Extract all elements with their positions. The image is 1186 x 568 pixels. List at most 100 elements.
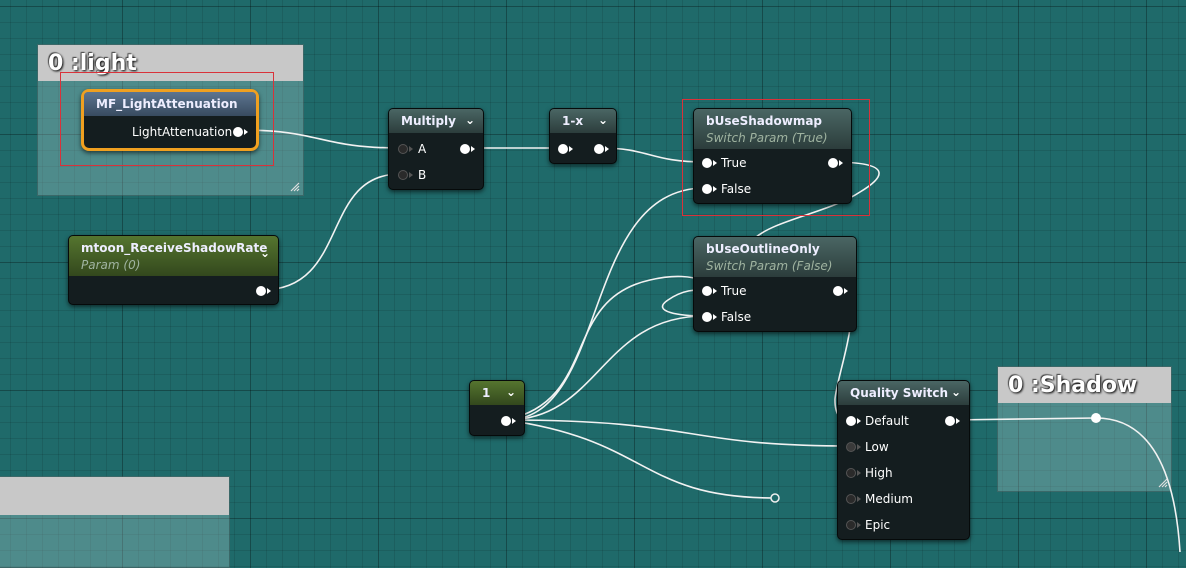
output-pin[interactable] — [828, 158, 838, 168]
input-pin-label: False — [721, 182, 752, 196]
node-subtitle: Param (0) — [81, 258, 141, 272]
input-pin-a[interactable] — [398, 144, 408, 154]
node-header[interactable]: 1-x ⌄ — [550, 109, 616, 133]
wire — [505, 315, 706, 421]
node-constant-one[interactable]: 1 ⌄ — [469, 380, 525, 436]
node-title: 1 — [482, 386, 491, 400]
wire — [505, 187, 706, 421]
pin-arrow — [713, 314, 717, 320]
node-header[interactable]: bUseOutlineOnly Switch Param (False) — [694, 237, 856, 277]
input-pin-label: Epic — [865, 518, 891, 532]
output-pin-label: LightAttenuation — [132, 125, 233, 139]
output-pin[interactable] — [594, 144, 604, 154]
chevron-down-icon[interactable]: ⌄ — [505, 385, 516, 399]
chevron-down-icon[interactable]: ⌄ — [950, 385, 961, 399]
node-header[interactable]: bUseShadowmap Switch Param (True) — [694, 109, 851, 149]
input-pin-label: Default — [865, 414, 909, 428]
node-header[interactable]: Quality Switch ⌄ — [838, 381, 969, 405]
node-header[interactable]: Multiply ⌄ — [389, 109, 483, 133]
node-subtitle: Switch Param (False) — [706, 259, 833, 273]
wire — [949, 417, 1097, 421]
pin-arrow — [713, 160, 717, 166]
pin-arrow — [267, 288, 271, 294]
output-pin[interactable] — [256, 286, 266, 296]
wire — [505, 275, 711, 421]
input-pin-label: False — [721, 310, 752, 324]
pin-arrow — [857, 470, 861, 476]
input-pin-false[interactable] — [702, 184, 712, 194]
node-title: bUseOutlineOnly — [706, 242, 820, 256]
input-pin-medium[interactable] — [846, 494, 856, 504]
node-one-minus-x[interactable]: 1-x ⌄ — [549, 108, 617, 164]
wire — [261, 173, 401, 291]
pin-arrow — [956, 418, 960, 424]
output-pin[interactable] — [501, 416, 511, 426]
input-pin-epic[interactable] — [846, 520, 856, 530]
input-pin-label: True — [721, 284, 747, 298]
node-header[interactable]: 1 ⌄ — [470, 381, 524, 405]
node-use-shadowmap[interactable]: bUseShadowmap Switch Param (True) True F… — [693, 108, 852, 204]
pin-arrow — [605, 146, 609, 152]
node-quality-switch[interactable]: Quality Switch ⌄ Default Low High Medium… — [837, 380, 970, 540]
comment-title[interactable]: 0 :light — [38, 45, 303, 81]
output-pin[interactable] — [833, 286, 843, 296]
input-pin-label: Low — [865, 440, 889, 454]
input-pin-label: High — [865, 466, 893, 480]
node-title: MF_LightAttenuation — [96, 97, 238, 111]
wire — [241, 129, 401, 149]
node-use-outline-only[interactable]: bUseOutlineOnly Switch Param (False) Tru… — [693, 236, 857, 332]
wire — [505, 419, 776, 499]
node-multiply[interactable]: Multiply ⌄ A B — [388, 108, 484, 190]
wire — [1095, 417, 1181, 552]
chevron-down-icon[interactable]: ⌄ — [464, 113, 475, 127]
node-title: mtoon_ReceiveShadowRate — [81, 241, 268, 255]
node-receive-shadow-rate[interactable]: mtoon_ReceiveShadowRate Param (0) ⌄ — [68, 235, 279, 305]
pin-arrow — [844, 288, 848, 294]
input-pin-default[interactable] — [846, 416, 856, 426]
input-pin-true[interactable] — [702, 158, 712, 168]
node-header[interactable]: mtoon_ReceiveShadowRate Param (0) ⌄ — [69, 236, 278, 276]
pin-arrow — [857, 522, 861, 528]
input-pin[interactable] — [558, 144, 568, 154]
input-pin-label: True — [721, 156, 747, 170]
resize-grip-icon[interactable] — [288, 180, 300, 192]
pin-arrow — [409, 146, 413, 152]
node-title: 1-x — [562, 114, 584, 128]
input-pin-label: Medium — [865, 492, 913, 506]
input-pin-b[interactable] — [398, 170, 408, 180]
pin-arrow — [839, 160, 843, 166]
node-subtitle: Switch Param (True) — [706, 131, 828, 145]
node-title: Multiply — [401, 114, 456, 128]
chevron-down-icon[interactable]: ⌄ — [597, 113, 608, 127]
input-pin-label: B — [418, 168, 427, 182]
output-pin[interactable] — [945, 416, 955, 426]
pin-arrow — [409, 172, 413, 178]
node-title: bUseShadowmap — [706, 114, 823, 128]
comment-title[interactable]: 0 :Shadow — [998, 367, 1171, 403]
output-pin[interactable] — [460, 144, 470, 154]
pin-arrow — [713, 186, 717, 192]
comment-box-shadow[interactable]: 0 :Shadow — [997, 366, 1172, 492]
pin-arrow — [857, 496, 861, 502]
node-mf-light-attenuation[interactable]: MF_LightAttenuation LightAttenuation — [81, 89, 259, 151]
wire — [754, 161, 880, 239]
output-pin[interactable] — [233, 127, 243, 137]
pin-arrow — [713, 288, 717, 294]
node-title: Quality Switch — [850, 386, 949, 400]
node-header[interactable]: MF_LightAttenuation — [84, 92, 256, 116]
pin-arrow — [512, 418, 516, 424]
input-pin-high[interactable] — [846, 468, 856, 478]
input-pin-low[interactable] — [846, 442, 856, 452]
comment-title[interactable] — [0, 477, 229, 515]
pin-arrow — [244, 129, 248, 135]
wire — [505, 419, 851, 447]
chevron-down-icon[interactable]: ⌄ — [259, 246, 270, 260]
input-pin-label: A — [418, 142, 427, 156]
pin-arrow — [471, 146, 475, 152]
pin-arrow — [857, 444, 861, 450]
input-pin-true[interactable] — [702, 286, 712, 296]
pin-arrow — [857, 418, 861, 424]
resize-grip-icon[interactable] — [1156, 476, 1168, 488]
pin-arrow — [569, 146, 573, 152]
input-pin-false[interactable] — [702, 312, 712, 322]
